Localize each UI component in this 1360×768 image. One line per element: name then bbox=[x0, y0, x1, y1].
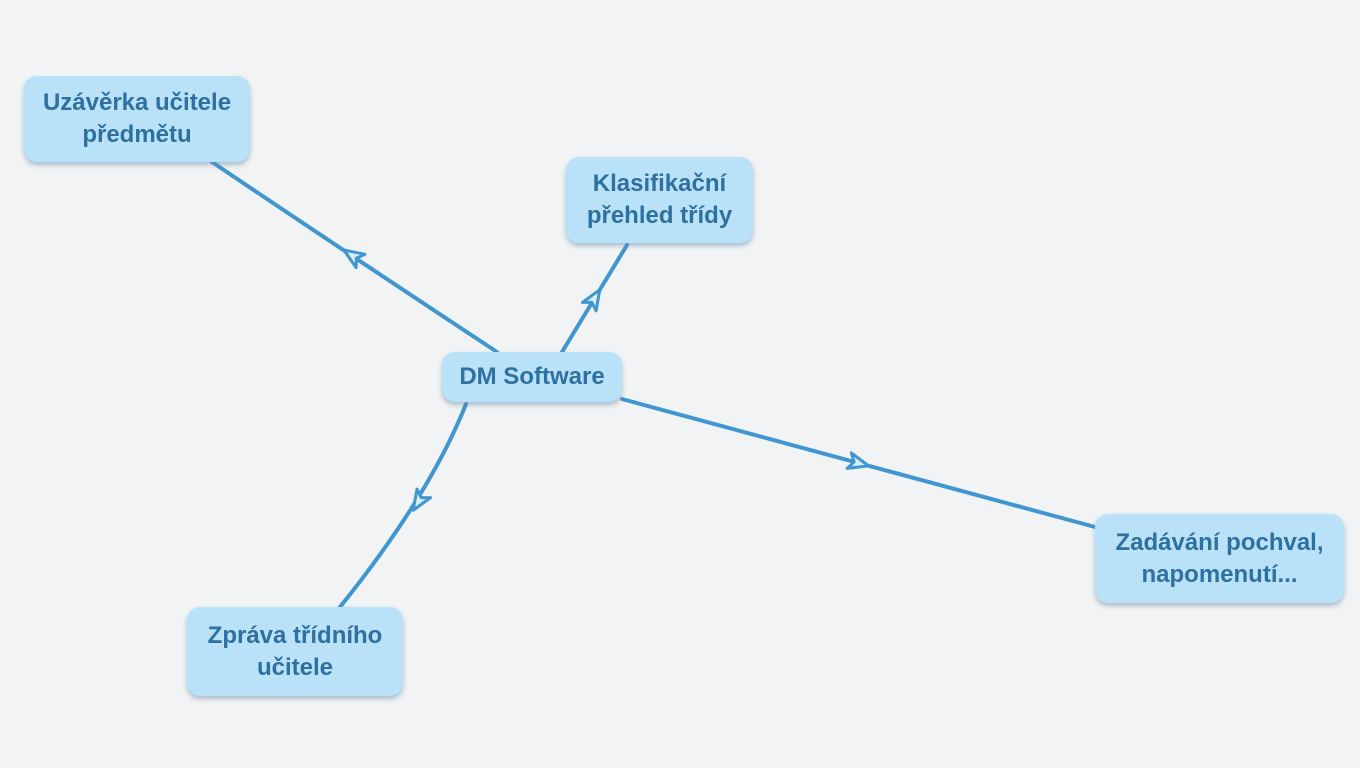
mindmap-node-dm-software[interactable]: DM Software bbox=[442, 352, 622, 402]
edge-arrowhead-zadavani bbox=[845, 451, 871, 470]
mindmap-node-klasifikacni-prehled-tridy[interactable]: Klasifikační přehled třídy bbox=[566, 157, 753, 243]
edge-arrowhead-zprava bbox=[411, 487, 433, 512]
edge-arrowhead-uzaverka bbox=[342, 248, 367, 270]
edge-dm-to-zprava bbox=[338, 402, 468, 609]
mindmap-node-uzaverka-ucitele-predmetu[interactable]: Uzávěrka učitele předmětu bbox=[24, 76, 250, 162]
edge-arrowhead-klasifikacni bbox=[580, 288, 602, 313]
mindmap-node-zadavani-pochval-napomenuti[interactable]: Zadávání pochval, napomenutí... bbox=[1095, 514, 1344, 603]
mindmap-node-zprava-tridniho-ucitele[interactable]: Zpráva třídního učitele bbox=[187, 607, 403, 696]
